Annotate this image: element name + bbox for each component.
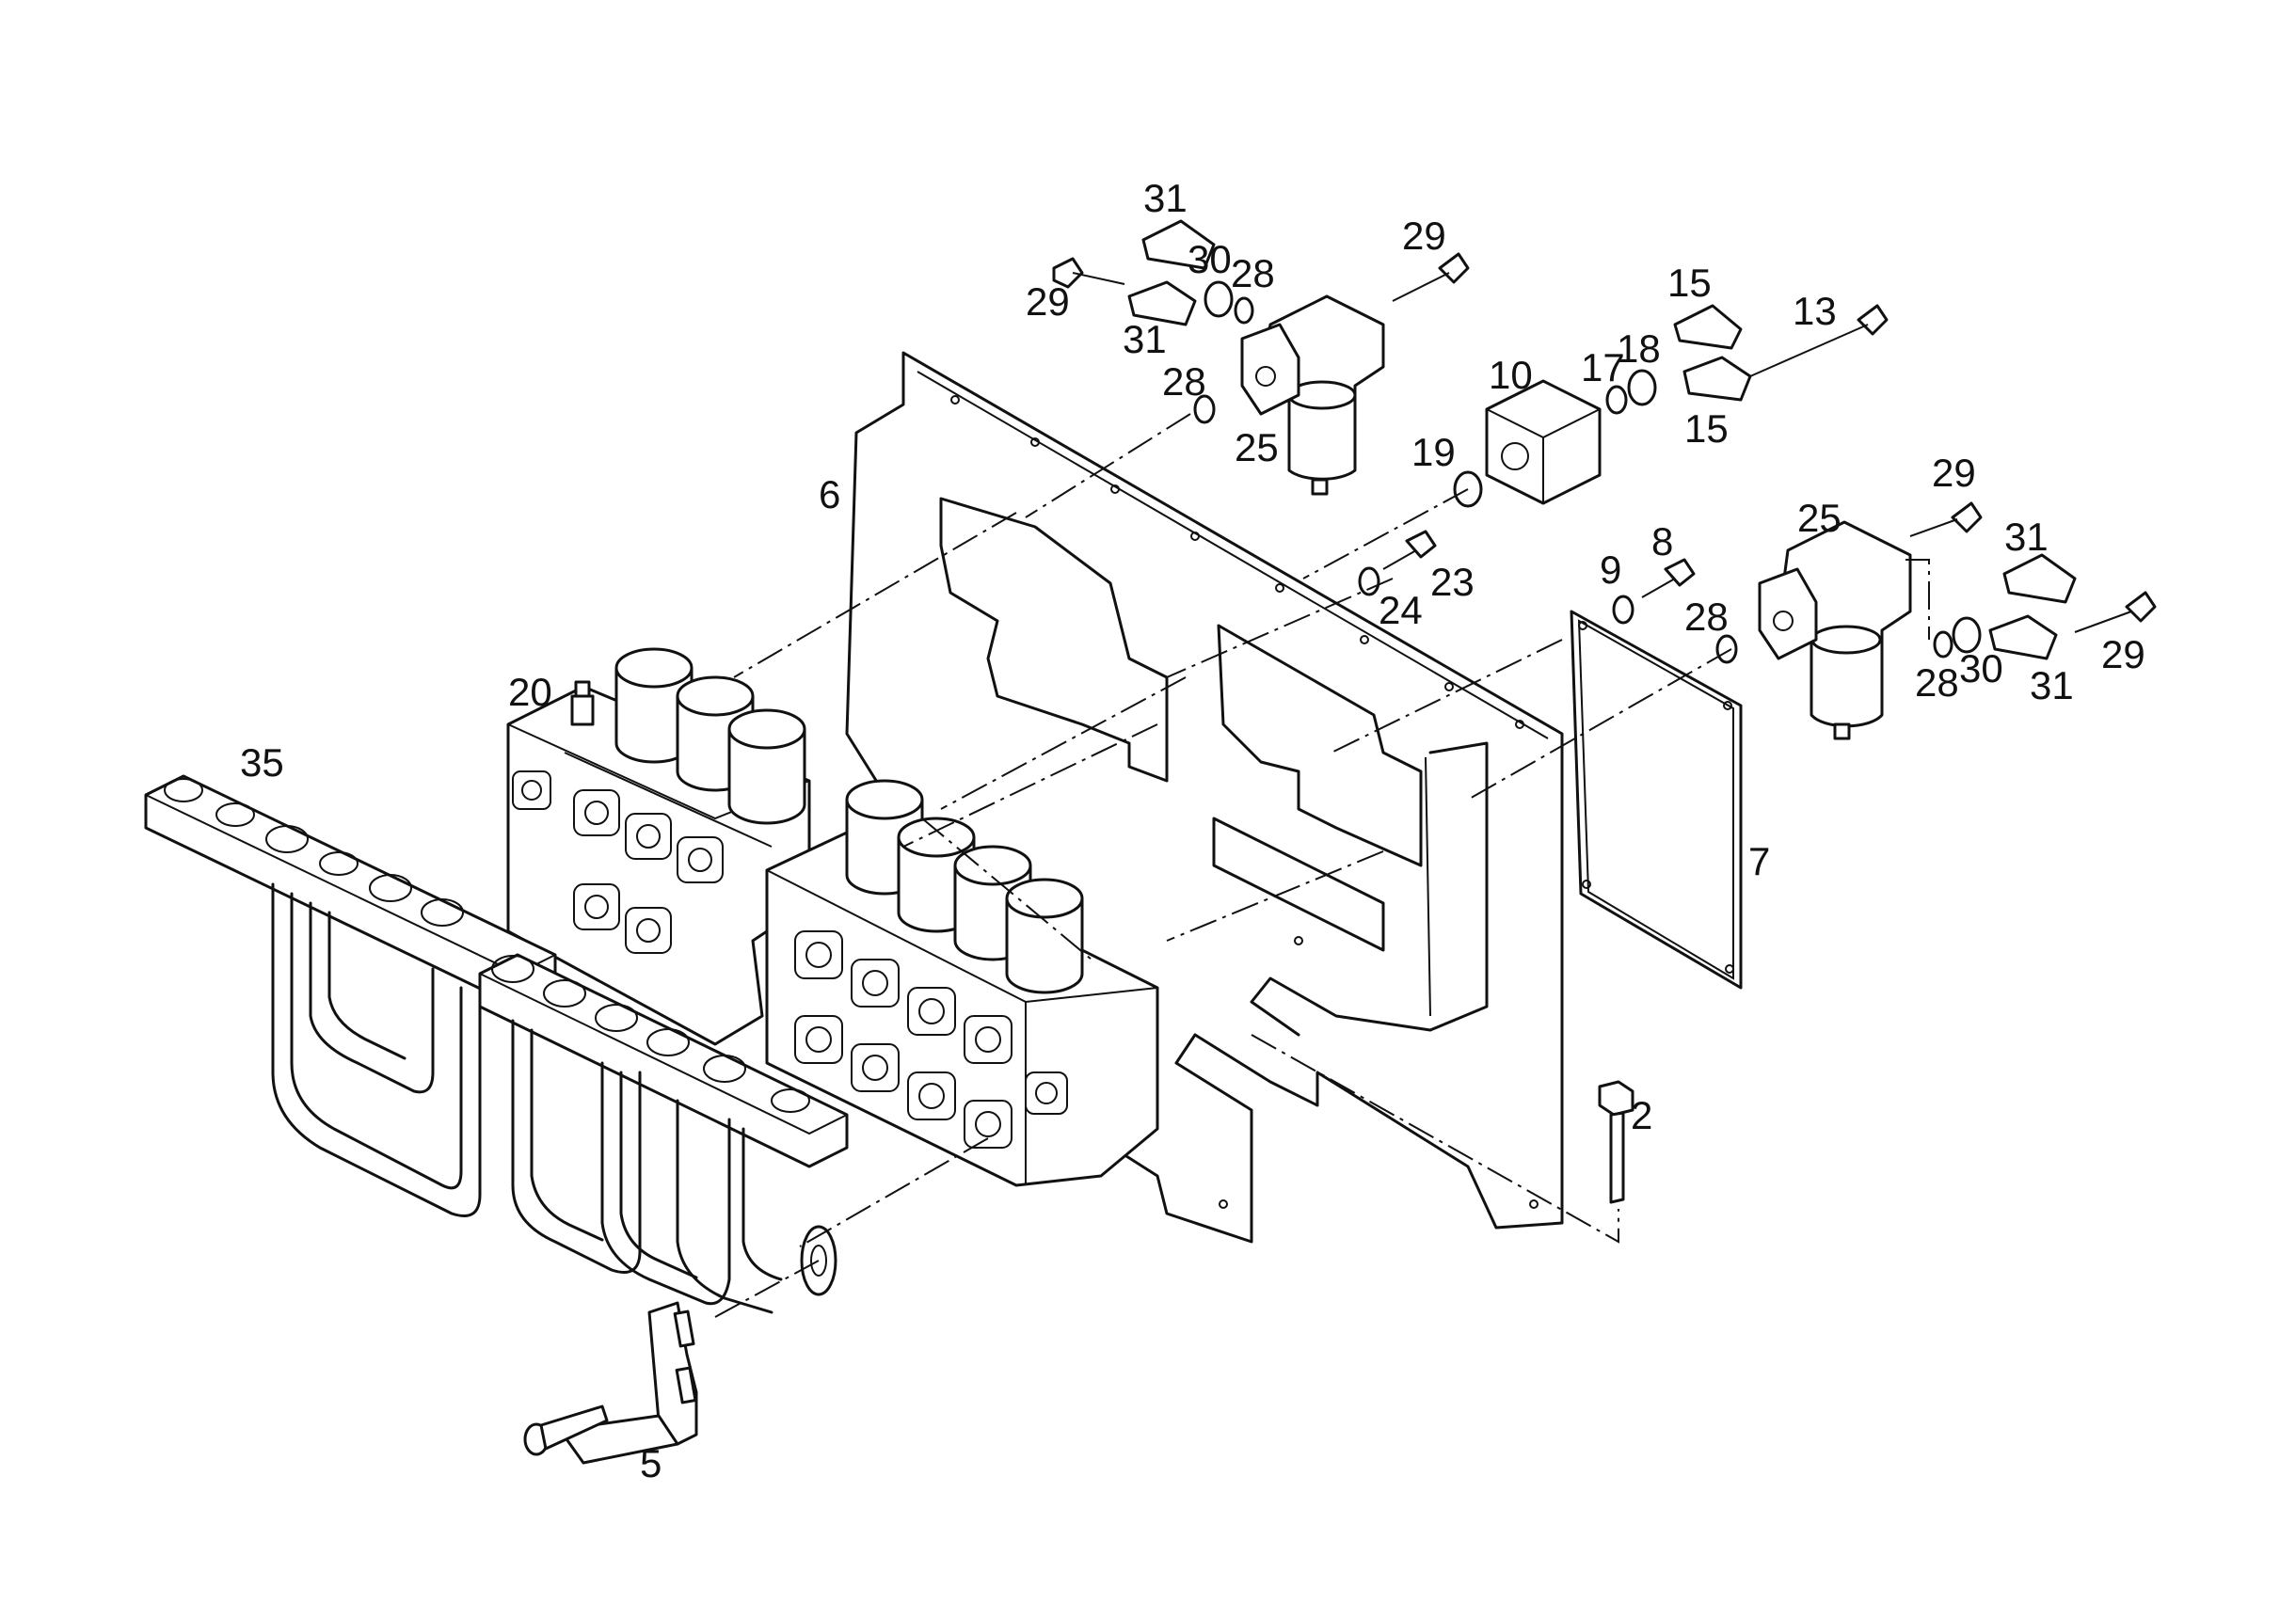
callout-2: 2 — [1631, 1093, 1652, 1137]
callout-7: 7 — [1748, 839, 1770, 883]
callout-31: 31 — [2004, 515, 2049, 559]
fitting-20 — [570, 680, 595, 726]
assembly-lines — [714, 413, 1930, 1318]
callout-31: 31 — [2030, 663, 2074, 707]
callout-29: 29 — [1026, 279, 1070, 324]
o-ring-28a — [1234, 296, 1254, 325]
gasket-plate — [1570, 610, 1743, 990]
valve-block-left — [506, 647, 811, 1046]
hardware-upper — [1052, 219, 1889, 596]
clamp-31b — [1127, 280, 1197, 326]
callout-28: 28 — [1162, 359, 1206, 404]
callout-24: 24 — [1379, 588, 1423, 632]
o-ring-18 — [1627, 369, 1657, 406]
o-ring-30b — [1952, 616, 1982, 654]
callout-19: 19 — [1411, 430, 1456, 474]
callout-28: 28 — [1231, 251, 1275, 295]
o-ring-28b — [1193, 394, 1216, 424]
solenoid-right-4 — [1005, 878, 1084, 994]
callout-15: 15 — [1684, 406, 1729, 451]
callout-35: 35 — [240, 740, 284, 785]
callout-25: 25 — [1797, 496, 1842, 540]
bracket — [558, 1301, 698, 1465]
callout-5: 5 — [640, 1441, 662, 1485]
manifold-ports — [164, 778, 810, 1113]
callout-25: 25 — [1235, 425, 1279, 469]
callout-20: 20 — [508, 670, 552, 714]
callout-10: 10 — [1489, 353, 1533, 397]
callout-labels: 31 30 28 29 29 31 28 25 15 13 10 17 18 1… — [240, 176, 2145, 1485]
clamp-15b — [1682, 356, 1752, 402]
solenoid-left-3 — [727, 708, 806, 825]
callout-6: 6 — [819, 472, 840, 516]
valve-block-10 — [1485, 379, 1602, 505]
callout-28: 28 — [1684, 595, 1729, 639]
callout-13: 13 — [1793, 289, 1837, 333]
clamp-31a — [1141, 219, 1216, 270]
callout-17: 17 — [1581, 345, 1625, 389]
hardware-right — [1612, 501, 2157, 664]
filter-right — [1758, 520, 1912, 740]
o-ring-28c — [1715, 634, 1738, 664]
callout-29: 29 — [2101, 632, 2145, 676]
clamp-31c — [2002, 553, 2077, 604]
solenoid-left-1 — [614, 647, 694, 764]
callout-29: 29 — [1402, 214, 1446, 258]
bolt-2 — [1598, 1080, 1634, 1204]
callout-8: 8 — [1651, 519, 1673, 563]
o-ring-30a — [1204, 280, 1234, 318]
o-ring-17 — [1605, 385, 1628, 415]
valve-block-right — [765, 779, 1159, 1187]
callout-9: 9 — [1600, 548, 1621, 592]
bolt-5 — [523, 1405, 609, 1456]
hydraulic-pipes — [271, 882, 783, 1314]
washer-9 — [1612, 595, 1634, 625]
callout-28: 28 — [1915, 660, 1959, 705]
callout-30: 30 — [1188, 237, 1232, 281]
callout-23: 23 — [1430, 560, 1475, 604]
callout-18: 18 — [1617, 326, 1661, 371]
callout-31: 31 — [1143, 176, 1188, 220]
clamp-15a — [1673, 304, 1743, 350]
callout-15: 15 — [1667, 261, 1712, 305]
filter-upper — [1240, 294, 1385, 496]
clamp-31d — [1988, 614, 2058, 660]
callout-29: 29 — [1932, 451, 1976, 495]
washer-24 — [1358, 566, 1380, 596]
o-ring-28d — [1933, 630, 1953, 659]
callout-30: 30 — [1959, 646, 2003, 690]
callout-31: 31 — [1123, 317, 1167, 361]
